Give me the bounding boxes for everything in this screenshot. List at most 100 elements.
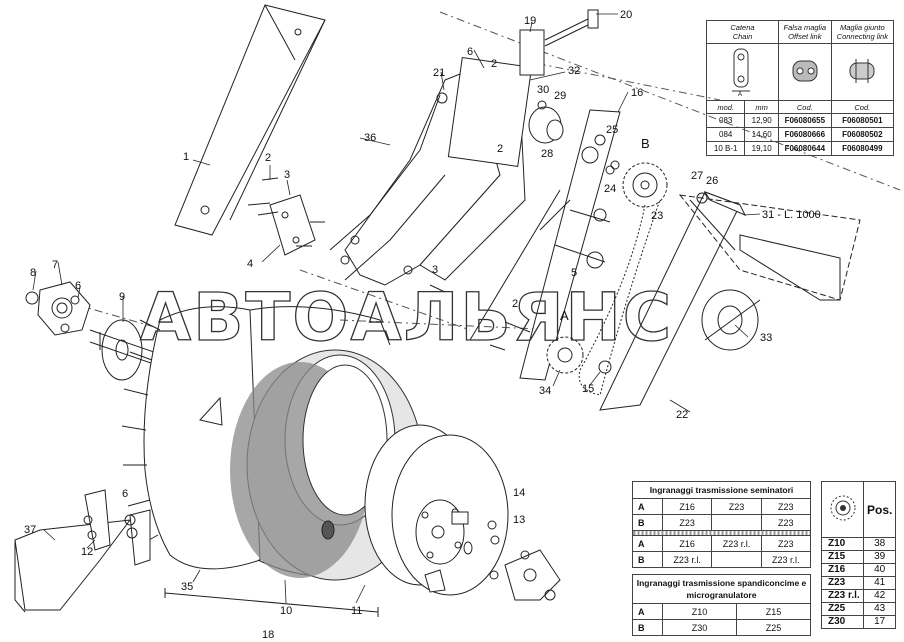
seeder-gears-title: Ingranaggi trasmissione seminatori bbox=[632, 481, 811, 499]
spreader-gears-table: Ingranaggi trasmissione spandiconcime e … bbox=[632, 574, 812, 636]
gear-cell: Z23 r.l. bbox=[711, 535, 762, 552]
hub-part-28 bbox=[528, 100, 564, 144]
chain-cell: 12,90 bbox=[744, 113, 779, 128]
chain-image: A bbox=[706, 43, 779, 101]
callout-32: 32 bbox=[568, 65, 580, 77]
callout-24: 24 bbox=[604, 183, 616, 195]
gear-cell bbox=[711, 514, 762, 531]
callout-35: 35 bbox=[181, 581, 193, 593]
connecting-link-icon bbox=[849, 59, 875, 83]
callout-37: 37 bbox=[24, 524, 36, 536]
pos-number: 39 bbox=[863, 550, 896, 564]
gear-cell: Z23 bbox=[711, 498, 762, 515]
gear-cell: A bbox=[632, 603, 663, 620]
chain-part-23 bbox=[578, 199, 661, 396]
callout-34: 34 bbox=[539, 385, 551, 397]
gear-cell: Z23 bbox=[760, 514, 812, 531]
hub-part-13 bbox=[487, 520, 561, 601]
gear-cell: Z23 r.l. bbox=[661, 551, 713, 568]
chain-cell: F06080644 bbox=[777, 141, 832, 156]
pos-gear: Z23 r.l. bbox=[820, 589, 865, 603]
callout-3: 3 bbox=[284, 169, 290, 181]
pos-number: 17 bbox=[863, 615, 896, 629]
pos-number: 43 bbox=[863, 602, 896, 616]
callout-4: 4 bbox=[247, 258, 253, 270]
dimension-18 bbox=[164, 588, 379, 617]
pos-gear: Z30 bbox=[820, 615, 865, 629]
callout-12: 12 bbox=[81, 546, 93, 558]
pos-gear: Z10 bbox=[820, 537, 865, 551]
chain-subheader: Cod. bbox=[830, 100, 895, 114]
callout-6b: 6 bbox=[122, 488, 128, 500]
fasteners bbox=[429, 160, 708, 374]
callout-6: 6 bbox=[467, 46, 473, 58]
chain-plate-part-16 bbox=[469, 109, 621, 381]
chain-cell: F06080501 bbox=[830, 113, 895, 128]
seeder-gears-table: Ingranaggi trasmissione seminatori A Z16… bbox=[632, 481, 812, 568]
tensioner-part-5 bbox=[539, 199, 611, 269]
callout-1: 1 bbox=[183, 151, 189, 163]
chain-cell: 10 B-1 bbox=[705, 141, 746, 156]
callout-18: 18 bbox=[262, 629, 274, 641]
bolt-part-20 bbox=[519, 9, 599, 76]
spreader-gears-title: Ingranaggi trasmissione spandiconcime e … bbox=[632, 574, 811, 604]
watermark-text: АВТОАЛЬЯНС bbox=[140, 279, 673, 356]
callout-6c: 6 bbox=[75, 280, 81, 292]
offset-link-icon bbox=[792, 60, 818, 82]
chain-cell: 14,60 bbox=[744, 127, 779, 142]
callout-20: 20 bbox=[620, 9, 632, 21]
callout-3b: 3 bbox=[432, 264, 438, 276]
gear-cell: Z23 bbox=[760, 498, 812, 515]
callout-27: 27 bbox=[691, 170, 703, 182]
arm-part-36 bbox=[329, 57, 533, 286]
pos-gear: Z25 bbox=[820, 602, 865, 616]
tube-part-22 bbox=[599, 191, 747, 411]
chain-cell: 083 bbox=[705, 113, 746, 128]
gear-icon-cell bbox=[820, 481, 865, 538]
callout-33: 33 bbox=[760, 332, 772, 344]
callout-13: 13 bbox=[513, 514, 525, 526]
gear-cell: B bbox=[632, 619, 663, 636]
gear-cell: Z15 bbox=[735, 603, 812, 620]
scraper-part-37 bbox=[14, 489, 151, 613]
pos-number: 41 bbox=[863, 576, 896, 590]
callout-25: 25 bbox=[606, 124, 618, 136]
sprocket-b bbox=[622, 162, 668, 208]
valve-part-14 bbox=[321, 511, 469, 540]
callout-b-letter: B bbox=[641, 136, 650, 151]
callout-16: 16 bbox=[631, 87, 643, 99]
gear-icon bbox=[830, 495, 856, 520]
plate-part-4 bbox=[247, 177, 325, 256]
gear-cell: Z16 bbox=[661, 498, 713, 515]
callout-22: 22 bbox=[676, 409, 688, 421]
callout-10: 10 bbox=[280, 605, 292, 617]
gear-cell: A bbox=[632, 498, 663, 515]
callout-5: 5 bbox=[571, 267, 577, 279]
gear-cell: Z10 bbox=[662, 603, 737, 620]
pos-gear: Z23 bbox=[820, 576, 865, 590]
chain-subheader: Cod. bbox=[777, 100, 832, 114]
bearing-part-7 bbox=[25, 281, 91, 336]
gear-cell: B bbox=[632, 514, 663, 531]
chain-cell: 19,10 bbox=[744, 141, 779, 156]
gear-cell: Z23 bbox=[661, 514, 713, 531]
pos-number: 42 bbox=[863, 589, 896, 603]
callout-28: 28 bbox=[541, 148, 553, 160]
callout-36: 36 bbox=[364, 132, 376, 144]
chain-cell: F06080499 bbox=[830, 141, 895, 156]
callout-7: 7 bbox=[52, 259, 58, 271]
shaft-part-31 bbox=[678, 194, 861, 301]
pos-number: 38 bbox=[863, 537, 896, 551]
callout-23: 23 bbox=[651, 210, 663, 222]
callout-8: 8 bbox=[30, 267, 36, 279]
gear-cell: Z25 bbox=[735, 619, 812, 636]
clutch-part-33 bbox=[701, 289, 761, 351]
chain-link-icon: A bbox=[732, 48, 751, 98]
gear-cell: Z23 bbox=[760, 535, 812, 552]
chain-subheader: mm bbox=[744, 100, 779, 114]
pos-number: 40 bbox=[863, 563, 896, 577]
